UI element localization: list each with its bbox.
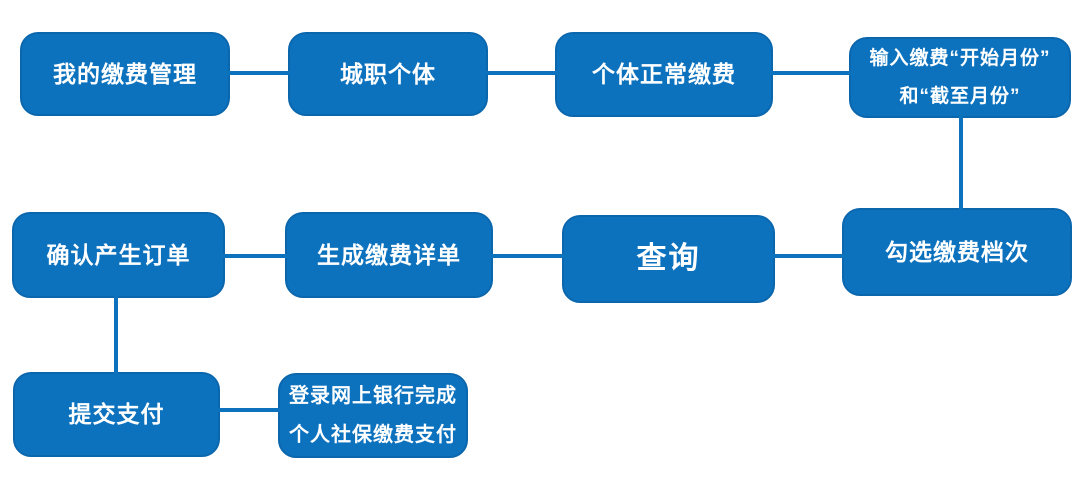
edge-confirmorder-to-submitpayment	[114, 296, 118, 374]
edge-checktier-to-query	[773, 254, 844, 258]
edge-mypayment-to-urban	[228, 71, 290, 75]
node-confirm-generate-order: 确认产生订单	[12, 212, 225, 298]
node-label: 个体正常缴费	[592, 61, 736, 88]
node-submit-payment: 提交支付	[13, 372, 220, 457]
node-generate-payment-detail: 生成缴费详单	[285, 212, 493, 298]
node-individual-normal-payment: 个体正常缴费	[555, 32, 773, 117]
node-check-payment-tier: 勾选缴费档次	[842, 208, 1072, 296]
edge-generatedetail-to-confirmorder	[223, 254, 287, 258]
node-label-line-1: 输入缴费“开始月份”	[869, 47, 1051, 69]
node-my-payment-management: 我的缴费管理	[20, 32, 230, 116]
node-input-payment-months: 输入缴费“开始月份” 和“截至月份”	[849, 37, 1071, 118]
node-query: 查询	[562, 215, 775, 303]
node-label: 确认产生订单	[46, 241, 191, 268]
node-online-banking-payment: 登录网上银行完成 个人社保缴费支付	[278, 373, 468, 458]
node-label-line-2: 和“截至月份”	[899, 85, 1021, 107]
edge-submitpayment-to-onlinebanking	[218, 408, 280, 412]
node-label: 提交支付	[68, 401, 165, 428]
node-label-line-1: 登录网上银行完成	[289, 384, 457, 407]
node-label: 勾选缴费档次	[885, 238, 1029, 265]
node-label: 城职个体	[340, 60, 436, 87]
node-label: 生成缴费详单	[317, 241, 461, 268]
edge-normalpayment-to-inputmonths	[771, 71, 851, 75]
edge-query-to-generatedetail	[491, 254, 564, 258]
node-urban-employee-individual: 城职个体	[288, 32, 488, 116]
node-label: 查询	[636, 242, 701, 276]
edge-inputmonths-to-checktier	[959, 116, 963, 210]
edge-urban-to-normalpayment	[486, 71, 557, 75]
node-label: 我的缴费管理	[53, 60, 197, 87]
node-label-line-2: 个人社保缴费支付	[289, 423, 457, 446]
